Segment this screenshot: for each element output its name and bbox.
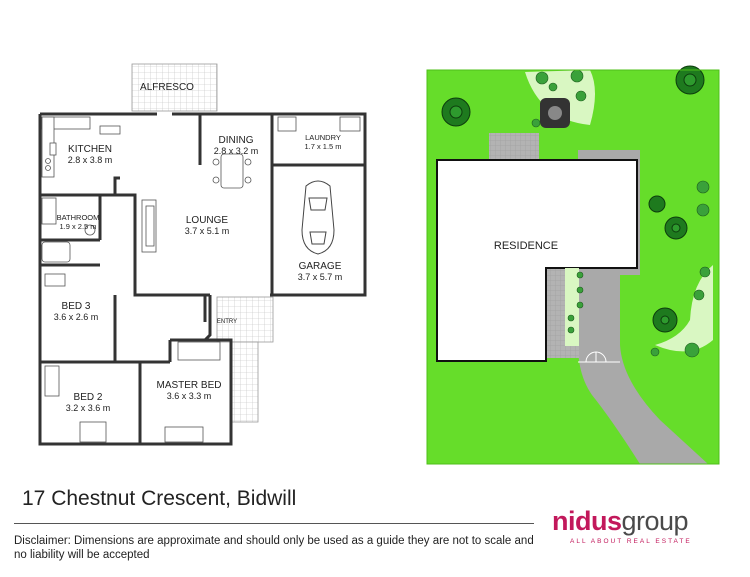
entry-steps — [216, 296, 274, 343]
room-dining-dims: 2.8 x 3.2 m — [214, 146, 259, 156]
site-boundary — [426, 69, 720, 465]
room-garage-dims: 3.7 x 5.7 m — [298, 272, 343, 282]
side-steps — [231, 341, 259, 423]
divider — [14, 523, 534, 524]
paved-area-top — [489, 133, 539, 163]
room-lounge-dims: 3.7 x 5.1 m — [185, 226, 230, 236]
disclaimer-text: Disclaimer: Dimensions are approximate a… — [14, 535, 534, 561]
residence-label: RESIDENCE — [494, 240, 558, 252]
room-bed3-dims: 3.6 x 2.6 m — [54, 312, 99, 322]
laundry-fixtures — [277, 116, 361, 132]
room-bed2-name: BED 2 — [74, 392, 103, 403]
room-bed2-dims: 3.2 x 3.6 m — [66, 403, 111, 413]
room-master-dims: 3.6 x 3.3 m — [167, 391, 212, 401]
brand-name: nidusgroup — [552, 506, 689, 536]
brand-name-part2: group — [621, 506, 689, 536]
room-bathroom-dims: 1.9 x 2.5 m — [59, 222, 96, 231]
site-plan: RESIDENCE — [427, 65, 719, 464]
brand-name-part1: nidus — [552, 506, 622, 536]
kitchen-counter — [41, 116, 121, 178]
room-kitchen-dims: 2.8 x 3.8 m — [68, 155, 113, 165]
dining-table — [212, 153, 252, 189]
walls — [38, 112, 367, 446]
beds — [44, 273, 221, 443]
garden-feature — [540, 98, 570, 128]
entry-label: ENTRY — [217, 319, 237, 325]
property-address: 17 Chestnut Crescent, Bidwill — [22, 487, 297, 510]
room-bathroom-name: BATHROOM — [57, 213, 100, 222]
room-kitchen-name: KITCHEN — [68, 144, 112, 155]
room-bed3-name: BED 3 — [62, 301, 91, 312]
shrubs — [531, 69, 711, 358]
floor-plan: ALFRESCO KITCHEN 2.8 x 3.8 m DINING 2.8 … — [38, 63, 367, 446]
car — [301, 180, 335, 255]
garden-strip — [565, 268, 579, 346]
brand-logo: nidusgroup ALL ABOUT REAL ESTATE — [552, 506, 724, 546]
alfresco-paving — [131, 63, 218, 112]
alfresco-label: ALFRESCO — [140, 82, 194, 93]
sofa — [141, 199, 157, 253]
room-lounge-name: LOUNGE — [186, 215, 229, 226]
room-laundry-name: LAUNDRY — [305, 133, 341, 142]
room-garage-name: GARAGE — [299, 261, 342, 272]
room-laundry-dims: 1.7 x 1.5 m — [304, 142, 341, 151]
bathroom-fixtures — [41, 197, 96, 263]
garden-bed-right — [655, 265, 713, 352]
brand-tagline: ALL ABOUT REAL ESTATE — [570, 538, 692, 545]
room-dining-name: DINING — [219, 135, 254, 146]
residence-footprint — [436, 159, 638, 362]
garage-door — [578, 351, 620, 363]
room-master-name: MASTER BED — [156, 380, 221, 391]
trees — [441, 65, 705, 333]
